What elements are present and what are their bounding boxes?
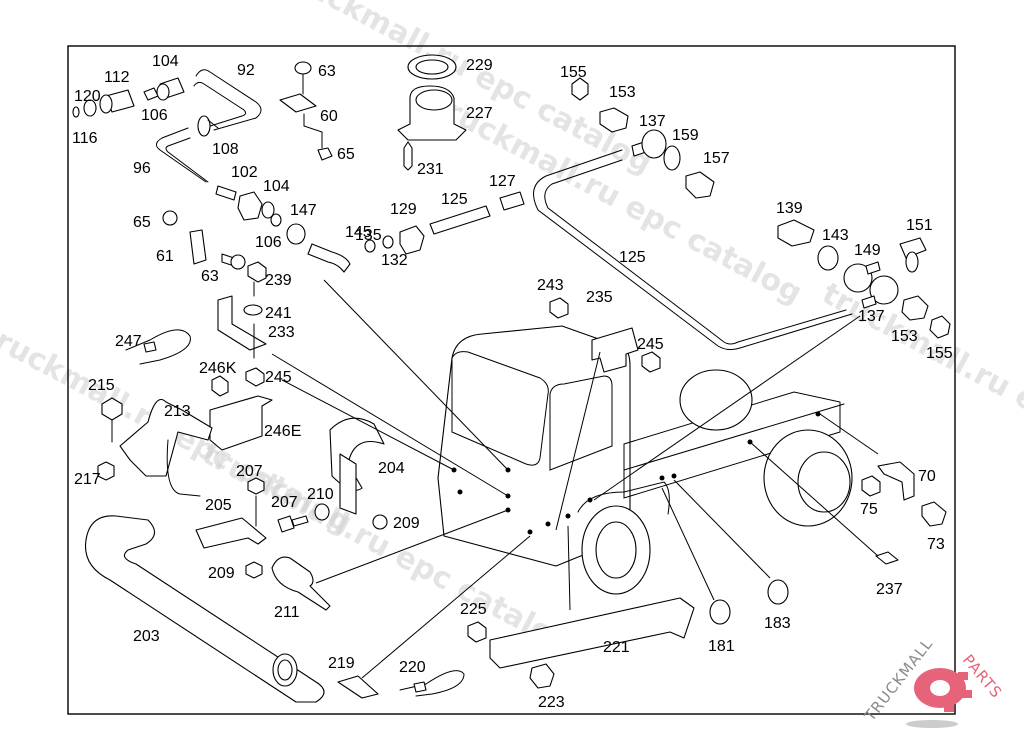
part-label[interactable]: 147 xyxy=(290,202,317,219)
part-label[interactable]: 102 xyxy=(231,164,258,181)
gear-icon xyxy=(914,668,966,708)
part-label[interactable]: 239 xyxy=(265,272,292,289)
part-label[interactable]: 203 xyxy=(133,628,160,645)
part-label[interactable]: 104 xyxy=(263,178,290,195)
part-group-top-left xyxy=(72,69,853,351)
part-label[interactable]: 247 xyxy=(115,333,142,350)
part-group-left-middle xyxy=(97,261,273,497)
part-label[interactable]: 153 xyxy=(609,84,636,101)
part-label[interactable]: 219 xyxy=(328,655,355,672)
part-label[interactable]: 215 xyxy=(88,377,115,394)
part-label[interactable]: 137 xyxy=(639,113,666,130)
part-label[interactable]: 135 xyxy=(355,227,382,244)
part-label[interactable]: 217 xyxy=(74,471,101,488)
gear-tooth xyxy=(962,690,972,698)
part-label[interactable]: 181 xyxy=(708,638,735,655)
part-group-right-bottom xyxy=(467,297,947,689)
part-label[interactable]: 241 xyxy=(265,305,292,322)
part-label[interactable]: 108 xyxy=(212,141,239,158)
part-label[interactable]: 60 xyxy=(320,108,338,125)
part-label[interactable]: 211 xyxy=(274,604,300,621)
part-label[interactable]: 207 xyxy=(236,463,263,480)
truck-illustration xyxy=(437,325,853,595)
leader-lines xyxy=(271,279,879,679)
part-label[interactable]: 157 xyxy=(703,150,730,167)
part-label[interactable]: 96 xyxy=(133,160,151,177)
part-label[interactable]: 106 xyxy=(141,107,168,124)
part-label[interactable]: 227 xyxy=(466,105,493,122)
part-label[interactable]: 139 xyxy=(776,200,803,217)
part-label[interactable]: 63 xyxy=(318,63,336,80)
part-label[interactable]: 65 xyxy=(133,214,151,231)
part-label[interactable]: 145 xyxy=(345,224,372,241)
part-label[interactable]: 183 xyxy=(764,615,791,632)
part-label[interactable]: 237 xyxy=(876,581,903,598)
logo-swoosh xyxy=(906,720,958,728)
part-label[interactable]: 73 xyxy=(927,536,945,553)
part-label[interactable]: 223 xyxy=(538,694,565,711)
part-label[interactable]: 205 xyxy=(205,497,232,514)
part-label[interactable]: 229 xyxy=(466,57,493,74)
part-label[interactable]: 245 xyxy=(637,336,664,353)
part-label[interactable]: 209 xyxy=(208,565,235,582)
part-group-top-right xyxy=(571,77,951,339)
part-label[interactable]: 137 xyxy=(858,308,885,325)
part-label[interactable]: 204 xyxy=(378,460,405,477)
part-label[interactable]: 246E xyxy=(264,423,301,440)
diagram-frame xyxy=(67,45,956,715)
part-label[interactable]: 104 xyxy=(152,53,179,70)
part-label[interactable]: 207 xyxy=(271,494,298,511)
part-label[interactable]: 149 xyxy=(854,242,881,259)
part-label[interactable]: 155 xyxy=(560,64,587,81)
part-label[interactable]: 225 xyxy=(460,601,487,618)
watermark-text: truckmall.ru epc catalog xyxy=(276,0,657,181)
gear-tooth xyxy=(958,672,968,680)
part-label[interactable]: 132 xyxy=(381,252,408,269)
part-label[interactable]: 210 xyxy=(307,486,334,503)
part-group-lower-left xyxy=(84,417,465,703)
part-label[interactable]: 65 xyxy=(337,146,355,163)
part-label[interactable]: 213 xyxy=(164,403,191,420)
part-label[interactable]: 70 xyxy=(918,468,936,485)
part-group-bracket-60 xyxy=(162,61,333,270)
part-label[interactable]: 151 xyxy=(906,217,933,234)
part-label[interactable]: 221 xyxy=(603,639,630,656)
part-label[interactable]: 92 xyxy=(237,62,255,79)
part-label[interactable]: 120 xyxy=(74,88,101,105)
part-label[interactable]: 155 xyxy=(926,345,953,362)
part-label[interactable]: 127 xyxy=(489,173,516,190)
part-label[interactable]: 245 xyxy=(265,369,292,386)
part-label[interactable]: 246K xyxy=(199,360,237,377)
part-label[interactable]: 143 xyxy=(822,227,849,244)
part-group-cover-227 xyxy=(397,54,467,171)
part-label[interactable]: 209 xyxy=(393,515,420,532)
part-label[interactable]: 243 xyxy=(537,277,564,294)
gear-tooth xyxy=(944,704,954,712)
part-label[interactable]: 106 xyxy=(255,234,282,251)
part-label[interactable]: 153 xyxy=(891,328,918,345)
part-label[interactable]: 125 xyxy=(619,249,646,266)
part-label[interactable]: 125 xyxy=(441,191,468,208)
part-label[interactable]: 159 xyxy=(672,127,699,144)
part-label[interactable]: 129 xyxy=(390,201,417,218)
part-label[interactable]: 75 xyxy=(860,501,878,518)
part-label[interactable]: 235 xyxy=(586,289,613,306)
part-labels: 104 112 120 116 106 92 108 96 102 104 14… xyxy=(72,53,953,711)
part-label[interactable]: 220 xyxy=(399,659,426,676)
part-label[interactable]: 112 xyxy=(104,69,130,86)
part-label[interactable]: 63 xyxy=(201,268,219,285)
part-label[interactable]: 233 xyxy=(268,324,295,341)
part-label[interactable]: 61 xyxy=(156,248,174,265)
part-label[interactable]: 116 xyxy=(72,130,98,147)
part-label[interactable]: 231 xyxy=(417,161,444,178)
